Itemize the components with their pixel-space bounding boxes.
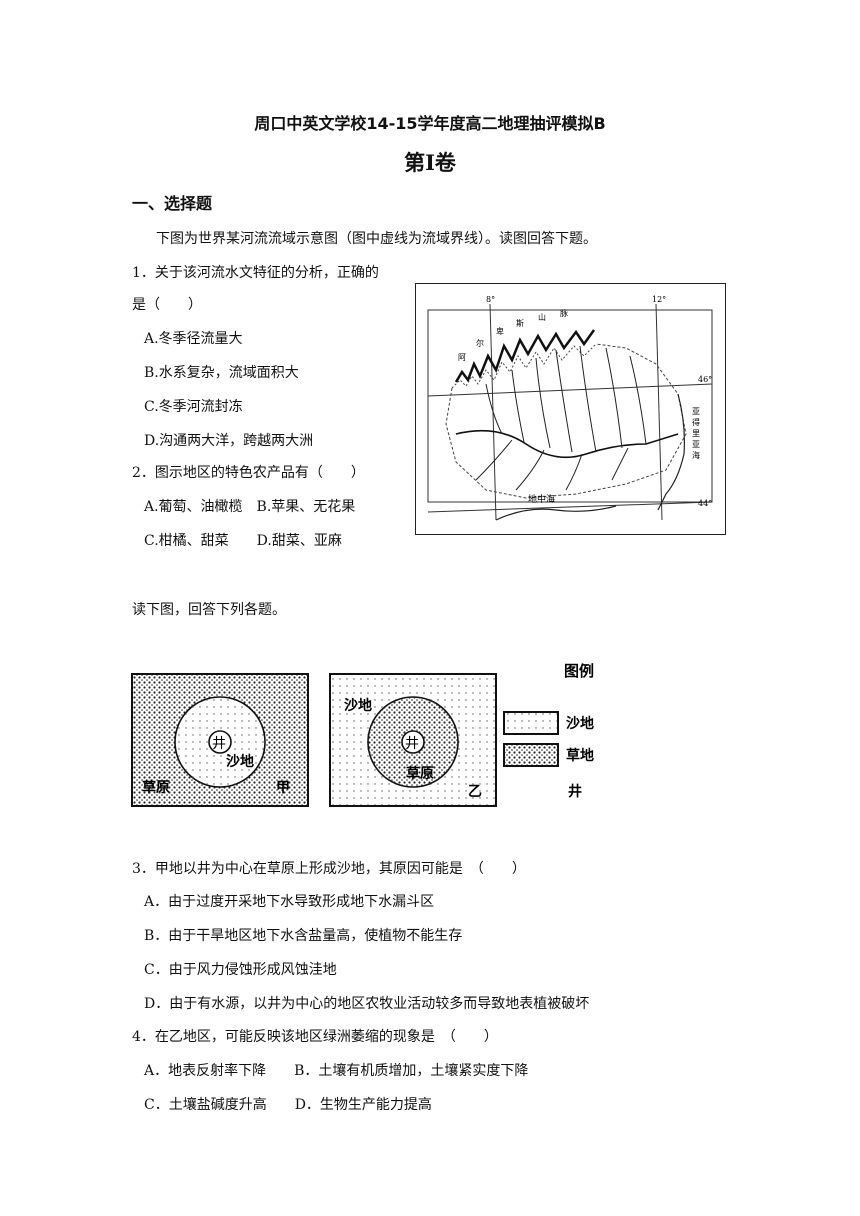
map-frame — [427, 309, 713, 503]
panel-yi-inner-label: 草原 — [406, 765, 434, 782]
panel-jia-well-label: 井 — [212, 736, 226, 752]
q3-option-a: A．由于过度开采地下水导致形成地下水漏斗区 — [144, 894, 435, 910]
parallel-46 — [427, 383, 713, 397]
adriatic-label-char-2: 得 — [692, 417, 700, 427]
q3-option-b: B．由于干旱地区地下水含盐量高，使植物不能生存 — [144, 928, 463, 944]
lon-label-right: 12° — [652, 295, 666, 304]
part-title: 第Ⅰ卷 — [404, 150, 456, 175]
adriatic-label-char-4: 亚 — [692, 440, 700, 449]
panel-yi-outer-label: 沙地 — [344, 697, 372, 714]
tributary-3 — [535, 357, 551, 449]
adriatic-label-char-5: 海 — [692, 450, 700, 460]
tributary-6 — [605, 347, 623, 449]
basin-boundary-north — [451, 343, 597, 389]
q1-option-b: B.水系复杂，流域面积大 — [144, 365, 299, 381]
panel-jia-inner-label: 沙地 — [226, 753, 254, 770]
tributary-1 — [485, 383, 503, 435]
intro-text-2: 读下图，回答下列各题。 — [132, 602, 286, 618]
page-title: 周口中英文学校14-15学年度高二地理抽评模拟B — [254, 114, 606, 133]
river-basin-map-svg: 8° 12° 46° 44° — [427, 295, 713, 521]
intro-text-1: 下图为世界某河流流域示意图（图中虚线为流域界线）。读图回答下题。 — [156, 231, 597, 247]
tributary-2 — [511, 369, 525, 443]
tributary-8 — [475, 439, 513, 481]
meridian-12 — [655, 303, 663, 521]
mountain-label-char-4: 斯 — [516, 318, 524, 328]
alps-mountain-ridge — [454, 329, 596, 383]
section-heading: 一、选择题 — [132, 194, 213, 213]
mountain-label-char-3: 卑 — [496, 326, 504, 336]
q1-option-a: A.冬季径流量大 — [144, 331, 243, 347]
basin-boundary — [445, 343, 687, 499]
adriatic-label-char-1: 亚 — [692, 407, 700, 416]
panel-yi-tag: 乙 — [468, 784, 482, 800]
mediterranean-coastline — [495, 505, 617, 521]
q3-stem: 3．甲地以井为中心在草原上形成沙地，其原因可能是 （ ） — [132, 861, 526, 877]
q3-option-c: C．由于风力侵蚀形成风蚀洼地 — [144, 962, 337, 978]
main-river — [455, 429, 679, 459]
legend-grass-swatch — [503, 743, 559, 767]
q4-stem: 4．在乙地区，可能反映该地区绿洲萎缩的现象是 （ ） — [132, 1029, 498, 1045]
adriatic-coastline — [657, 393, 685, 511]
q1-stem-line2: 是（ ） — [132, 297, 202, 313]
mountain-label-char-5: 山 — [538, 312, 546, 322]
legend-sand-label: 沙地 — [566, 715, 594, 732]
well-sand-figure: 井 沙地 草原 甲 井 沙地 草原 乙 图例 沙地 草地 井 — [128, 656, 608, 816]
legend-grass-label: 草地 — [566, 747, 594, 764]
lat-label-top: 46° — [698, 375, 712, 384]
tributary-10 — [565, 453, 583, 491]
mediterranean-label: 地中海 — [528, 493, 555, 505]
legend-title: 图例 — [564, 662, 594, 680]
q4-options-line2: C．土壤盐碱度升高 D．生物生产能力提高 — [144, 1097, 432, 1113]
q3-option-d: D．由于有水源，以井为中心的地区农牧业活动较多而导致地表植被破坏 — [144, 996, 590, 1012]
q1-stem-line1: 1．关于该河流水文特征的分析，正确的 — [132, 265, 379, 281]
tributary-4 — [555, 349, 573, 453]
q1-option-c: C.冬季河流封冻 — [144, 399, 243, 415]
mountain-label-char-6: 脉 — [560, 308, 568, 318]
q1-option-d: D.沟通两大洋，跨越两大洲 — [144, 433, 314, 449]
legend-sand-swatch — [503, 711, 559, 735]
panel-jia-tag: 甲 — [276, 780, 290, 796]
panel-yi-well-label: 井 — [405, 736, 419, 752]
panel-jia-well-circle — [208, 730, 232, 754]
tributary-7 — [629, 355, 647, 445]
tributary-11 — [611, 447, 629, 481]
legend-well-label: 井 — [568, 783, 582, 800]
lat-label-bottom: 44° — [698, 499, 712, 508]
panel-jia-outer-label: 草原 — [142, 779, 170, 796]
q2-stem: 2．图示地区的特色农产品有（ ） — [132, 465, 365, 481]
q4-options-line1: A．地表反射率下降 B．土壤有机质增加，土壤紧实度下降 — [144, 1063, 529, 1079]
lon-label-left: 8° — [486, 295, 495, 304]
parallel-44 — [427, 501, 713, 513]
adriatic-label-char-3: 里 — [692, 429, 700, 438]
tributary-9 — [515, 449, 545, 491]
mountain-label-char-2: 尔 — [476, 338, 484, 348]
tributary-5 — [579, 345, 597, 453]
well-sand-figure-svg: 井 沙地 草原 甲 井 沙地 草原 乙 图例 沙地 草地 井 — [131, 662, 594, 807]
q2-options-line1: A.葡萄、油橄榄 B.苹果、无花果 — [144, 499, 356, 515]
q2-options-line2: C.柑橘、甜菜 D.甜菜、亚麻 — [144, 533, 342, 549]
mountain-label-char-1: 阿 — [458, 353, 466, 362]
panel-yi-well-circle — [401, 730, 425, 754]
river-basin-map: 8° 12° 46° 44° — [415, 283, 726, 535]
